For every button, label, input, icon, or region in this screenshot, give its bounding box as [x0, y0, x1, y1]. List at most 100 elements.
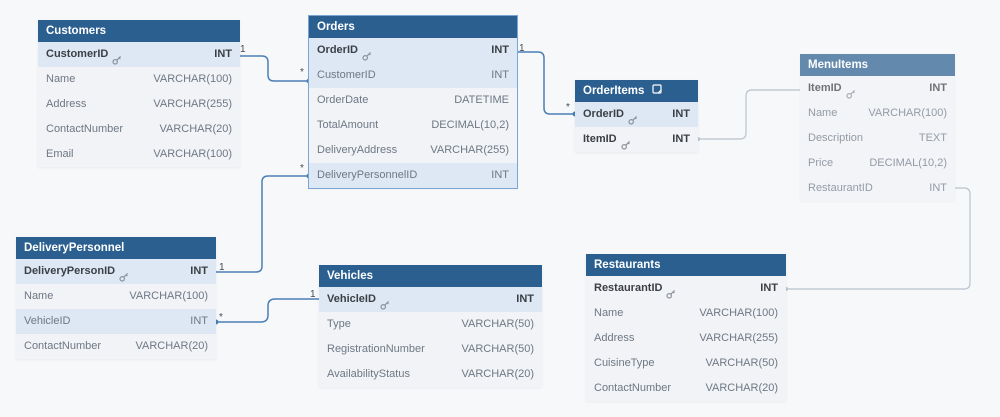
- cardinality-one-label: 1: [219, 262, 225, 273]
- key-icon: [621, 135, 631, 150]
- field-type: INT: [190, 265, 208, 277]
- table-header[interactable]: Customers: [38, 20, 240, 42]
- field-name-cell: CuisineType: [594, 351, 655, 376]
- cardinality-one-label: 1: [310, 289, 316, 300]
- key-icon: [119, 267, 129, 282]
- field-name-cell: Name: [24, 284, 53, 309]
- field-row[interactable]: ItemID INT: [800, 76, 955, 101]
- field-type: DATETIME: [454, 94, 509, 106]
- field-name: DeliveryPersonnelID: [317, 169, 418, 181]
- field-name: Name: [24, 290, 54, 302]
- table-header[interactable]: Vehicles: [319, 265, 542, 287]
- field-name-cell: Address: [594, 326, 634, 351]
- field-row[interactable]: Address VARCHAR(255): [38, 92, 240, 117]
- field-row[interactable]: DeliveryPersonnelID INT: [309, 163, 517, 188]
- table-header[interactable]: DeliveryPersonnel: [16, 237, 216, 259]
- rel-restaurants-menuitems-line[interactable]: [786, 187, 971, 290]
- field-row[interactable]: Description TEXT: [800, 126, 955, 151]
- field-name: ContactNumber: [46, 123, 124, 135]
- field-type: VARCHAR(100): [129, 290, 208, 302]
- field-name-cell: ItemID: [583, 127, 631, 152]
- field-type: INT: [516, 293, 534, 305]
- field-type: VARCHAR(100): [699, 307, 778, 319]
- field-type: INT: [190, 315, 208, 327]
- rel-customers-orders-line[interactable]: [240, 55, 309, 82]
- rel-menuitems-orderitems-line[interactable]: [698, 89, 800, 140]
- table-header[interactable]: MenuItems: [800, 54, 955, 76]
- field-name-cell: Description: [808, 126, 863, 151]
- table-header[interactable]: OrderItems: [575, 80, 698, 102]
- table-header[interactable]: Orders: [309, 16, 517, 38]
- field-type: VARCHAR(100): [153, 73, 232, 85]
- field-type: INT: [491, 169, 509, 181]
- field-name: OrderID: [583, 108, 624, 120]
- field-name: Address: [46, 98, 87, 110]
- field-row[interactable]: ContactNumber VARCHAR(20): [586, 376, 786, 401]
- field-type: INT: [929, 82, 947, 94]
- field-name-cell: CustomerID: [46, 42, 122, 67]
- rel-deliverypersonnel-orders-line[interactable]: [216, 175, 309, 273]
- key-icon: [666, 284, 676, 299]
- rel-vehicles-deliverypersonnel-line[interactable]: [216, 298, 319, 323]
- key-icon: [846, 84, 856, 99]
- field-name: Description: [808, 132, 864, 144]
- field-type: DECIMAL(10,2): [869, 157, 947, 169]
- field-name: Address: [594, 332, 635, 344]
- field-type: VARCHAR(20): [705, 382, 778, 394]
- field-name-cell: Name: [808, 101, 837, 126]
- rel-orders-orderitems-line[interactable]: [517, 51, 575, 115]
- field-name: ItemID: [808, 82, 842, 94]
- field-name-cell: DeliveryAddress: [317, 138, 397, 163]
- field-type: VARCHAR(255): [153, 98, 232, 110]
- field-name: Price: [808, 157, 834, 169]
- field-type: INT: [491, 44, 509, 56]
- field-name-cell: RegistrationNumber: [327, 337, 425, 362]
- field-type: VARCHAR(20): [461, 368, 534, 380]
- cardinality-one-label: 1: [519, 43, 525, 54]
- field-name-cell: TotalAmount: [317, 113, 378, 138]
- field-type: TEXT: [918, 132, 947, 144]
- field-name: CustomerID: [317, 69, 376, 81]
- field-name: ContactNumber: [594, 382, 672, 394]
- field-name: VehicleID: [24, 315, 71, 327]
- field-type: INT: [929, 182, 947, 194]
- field-type: VARCHAR(50): [461, 318, 534, 330]
- field-row[interactable]: Name VARCHAR(100): [16, 284, 216, 309]
- field-row[interactable]: VehicleID INT: [16, 309, 216, 334]
- table-header[interactable]: Restaurants: [586, 254, 786, 276]
- field-row[interactable]: Price DECIMAL(10,2): [800, 151, 955, 176]
- table-header-title: OrderItems: [583, 85, 645, 98]
- note-icon[interactable]: [651, 80, 662, 102]
